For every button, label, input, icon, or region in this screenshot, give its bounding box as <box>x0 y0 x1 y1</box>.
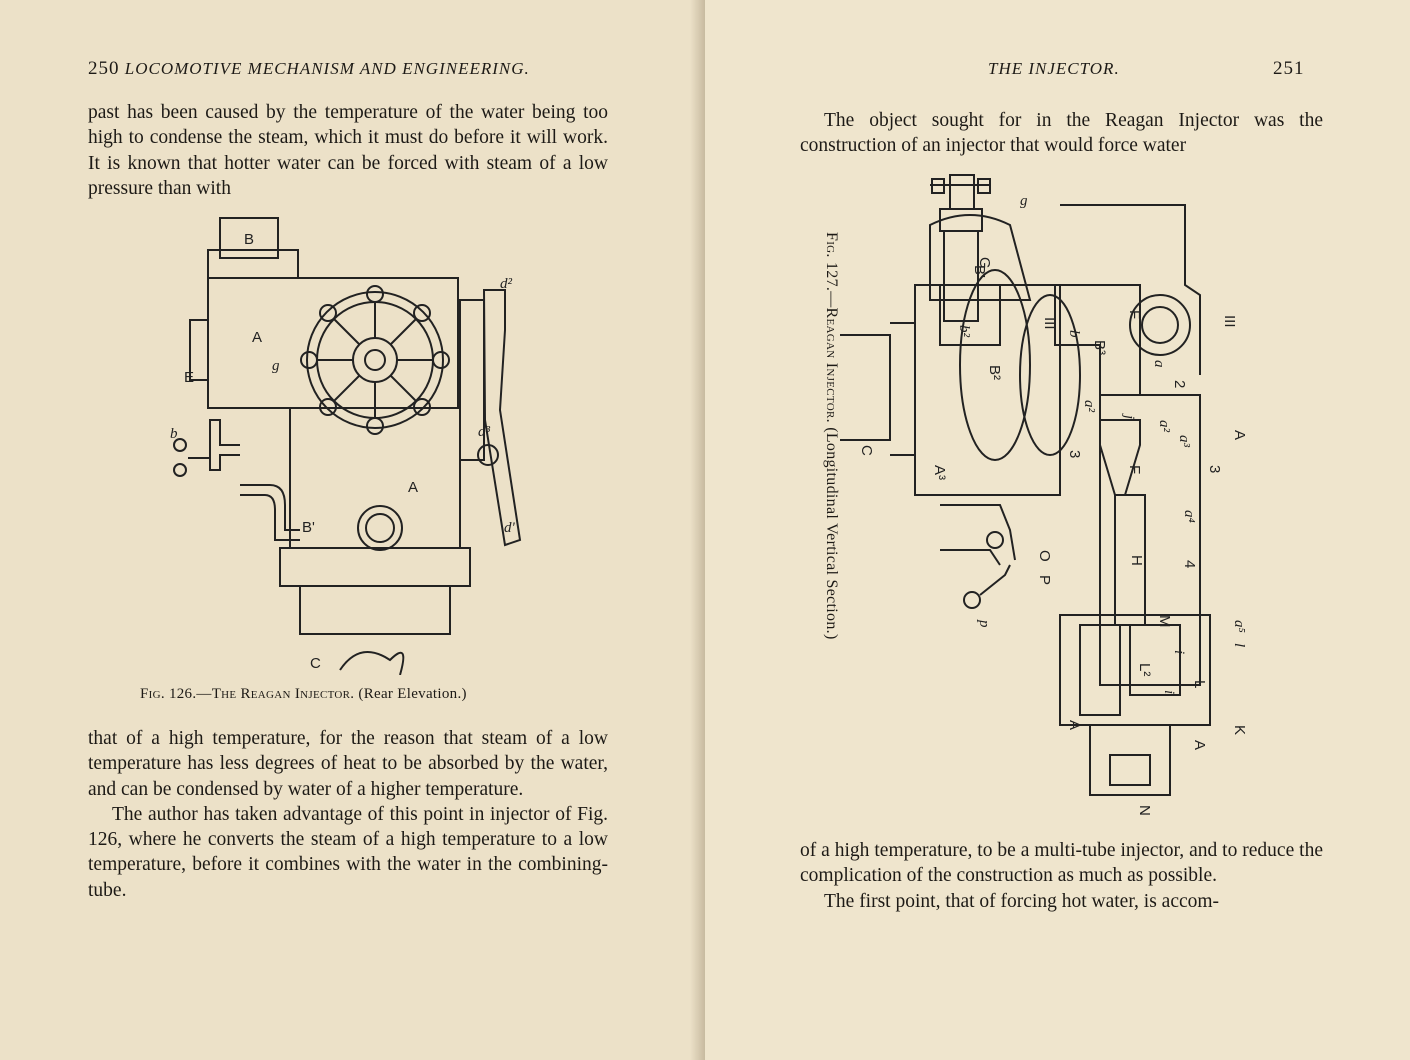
svg-text:B': B' <box>971 265 988 278</box>
svg-text:g: g <box>272 358 280 374</box>
svg-text:a⁵: a⁵ <box>1231 620 1247 633</box>
right-bottom-paragraph-1: of a high temperature, to be a multi-tub… <box>800 840 1323 887</box>
svg-text:E: E <box>184 369 194 386</box>
svg-text:H: H <box>1128 555 1145 566</box>
right-page: THE INJECTOR. 251 The object sought for … <box>705 0 1410 1060</box>
svg-text:g: g <box>1020 193 1028 209</box>
svg-text:B³: B³ <box>1091 340 1108 355</box>
svg-text:A: A <box>1191 740 1208 750</box>
svg-text:a: a <box>1151 360 1167 368</box>
svg-text:a²: a² <box>1156 420 1172 433</box>
left-top-paragraph: past has been caused by the temperature … <box>88 102 608 199</box>
svg-text:i: i <box>1171 650 1187 654</box>
svg-text:A: A <box>1066 720 1083 730</box>
svg-text:p: p <box>976 619 992 628</box>
svg-text:a⁴: a⁴ <box>1181 510 1197 523</box>
figure-127-caption: Fig. 127.—Reagan Injector. (Longitudinal… <box>822 232 840 640</box>
figure-127-caption-title: Fig. 127.—Reagan Injector. <box>823 232 840 423</box>
svg-text:a²: a² <box>1081 400 1097 413</box>
svg-text:B': B' <box>302 519 315 536</box>
svg-text:P: P <box>1036 575 1053 585</box>
svg-text:A³: A³ <box>931 465 948 480</box>
svg-text:B²: B² <box>986 365 1003 380</box>
svg-text:d³: d³ <box>478 424 491 440</box>
figure-127-longitudinal-section: g G B' F III b² III b B³ a B² 2 a² j A C… <box>840 174 1248 816</box>
svg-text:C: C <box>858 445 875 456</box>
svg-text:j: j <box>1121 413 1137 419</box>
figure-126-caption-view: (Rear Elevation.) <box>358 686 467 702</box>
left-bottom-paragraph-2: The author has taken advantage of this p… <box>88 803 608 901</box>
svg-text:d': d' <box>504 520 516 536</box>
svg-text:III: III <box>1041 317 1058 330</box>
svg-text:i: i <box>1161 690 1177 694</box>
left-bottom-paragraph-1: that of a high temperature, for the reas… <box>88 728 608 800</box>
left-running-title: LOCOMOTIVE MECHANISM AND ENGINEERING. <box>124 59 530 78</box>
right-top-paragraph: The object sought for in the Reagan Inje… <box>800 110 1323 157</box>
left-bottom-text: that of a high temperature, for the reas… <box>88 726 608 903</box>
right-page-number: 251 <box>1272 58 1305 79</box>
svg-text:A: A <box>1231 430 1248 440</box>
svg-text:L²: L² <box>1136 663 1153 676</box>
svg-text:b: b <box>1066 330 1082 338</box>
svg-text:l: l <box>1231 643 1247 647</box>
svg-text:M: M <box>1156 615 1173 628</box>
svg-text:3: 3 <box>1206 465 1223 473</box>
svg-text:B: B <box>244 231 254 248</box>
right-bottom-paragraph-2: The first point, that of forcing hot wat… <box>824 890 1220 912</box>
figure-126-rear-elevation: B A g E d² d³ A d' B' C b <box>170 217 522 675</box>
svg-text:4: 4 <box>1181 560 1198 568</box>
svg-text:F: F <box>1126 310 1143 319</box>
figure-126-caption-title: Fig. 126.—The Reagan Injector. <box>140 686 355 702</box>
svg-text:III: III <box>1221 315 1238 328</box>
figure-127-caption-view: (Longitudinal Vertical Section.) <box>823 427 840 640</box>
svg-text:b: b <box>170 426 178 442</box>
svg-text:d²: d² <box>500 276 513 292</box>
left-page-number: 250 <box>88 58 120 79</box>
svg-text:O: O <box>1036 550 1053 562</box>
left-page: 250 LOCOMOTIVE MECHANISM AND ENGINEERING… <box>0 0 705 1060</box>
svg-text:L: L <box>1191 680 1208 688</box>
svg-text:N: N <box>1136 805 1153 816</box>
svg-text:A: A <box>252 329 262 346</box>
svg-text:K: K <box>1231 725 1248 735</box>
svg-text:b²: b² <box>956 325 972 338</box>
svg-text:C: C <box>310 655 321 672</box>
left-running-head: 250 LOCOMOTIVE MECHANISM AND ENGINEERING… <box>88 58 530 80</box>
svg-text:2: 2 <box>1171 380 1188 388</box>
right-running-title: THE INJECTOR. <box>988 59 1120 78</box>
right-bottom-text: of a high temperature, to be a multi-tub… <box>800 838 1323 914</box>
figure-126-caption: Fig. 126.—The Reagan Injector. (Rear Ele… <box>140 686 467 703</box>
svg-text:a³: a³ <box>1176 435 1192 448</box>
right-running-head: THE INJECTOR. 251 <box>988 58 1304 80</box>
svg-text:G: G <box>976 257 993 269</box>
svg-text:3: 3 <box>1066 450 1083 458</box>
svg-text:F: F <box>1126 465 1143 474</box>
svg-text:A: A <box>408 479 418 496</box>
